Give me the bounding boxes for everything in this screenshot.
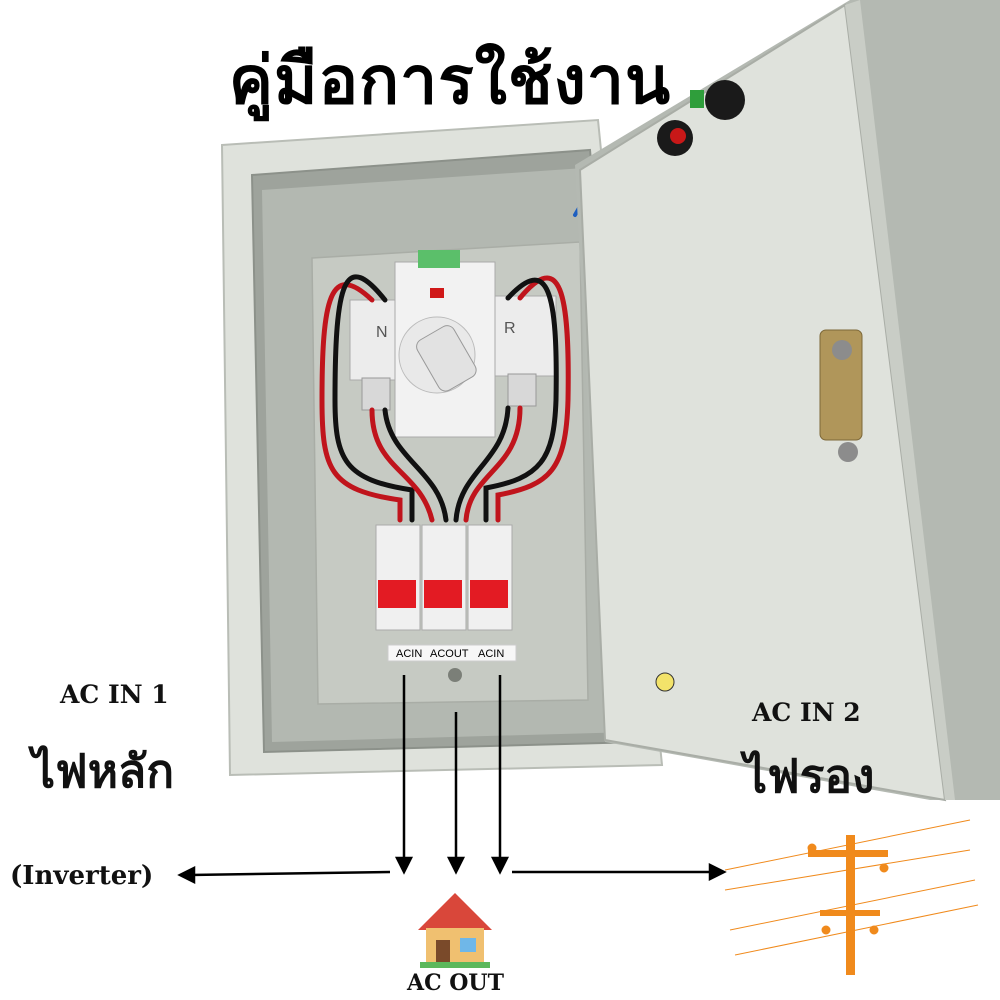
- flow-arrows: [177, 675, 727, 885]
- terminal-label-acin-1: ACIN: [396, 648, 422, 660]
- transfer-switch: N R: [349, 250, 557, 438]
- cabinet-door: [575, 0, 1000, 802]
- terminal-label-acout: ACOUT: [430, 648, 469, 660]
- indicator-light-green: [705, 80, 745, 120]
- ac-out-label: AC OUT: [407, 970, 504, 996]
- ground-icon: [655, 672, 675, 692]
- door-latch: [819, 329, 863, 441]
- inverter-label: (Inverter): [10, 861, 154, 891]
- breakers: ACIN ACOUT ACIN: [375, 524, 517, 662]
- power-pole-icon: [724, 819, 979, 975]
- switch-handle: [416, 325, 477, 392]
- main-power-label: ไฟหลัก: [32, 744, 175, 798]
- breaker-2: [421, 524, 467, 631]
- house-icon: [418, 893, 492, 968]
- terminal-label-strip: [387, 644, 517, 662]
- breaker-3: [467, 524, 513, 631]
- page-title: คู่มือการใช้งาน: [228, 42, 672, 119]
- indicator-switch: [430, 288, 444, 298]
- ac-in-1-label: AC IN 1: [60, 680, 169, 709]
- arrow-to-inverter: [189, 870, 391, 877]
- switch-label-left: N: [376, 324, 388, 341]
- terminal-label-acin-2: ACIN: [478, 648, 504, 660]
- control-terminal: [418, 250, 460, 268]
- switch-label-right: R: [504, 320, 516, 337]
- breaker-1: [375, 524, 421, 631]
- backup-power-label: ไฟรอง: [744, 749, 875, 803]
- plate-screw: [448, 668, 462, 682]
- ac-in-2-label: AC IN 2: [752, 698, 861, 727]
